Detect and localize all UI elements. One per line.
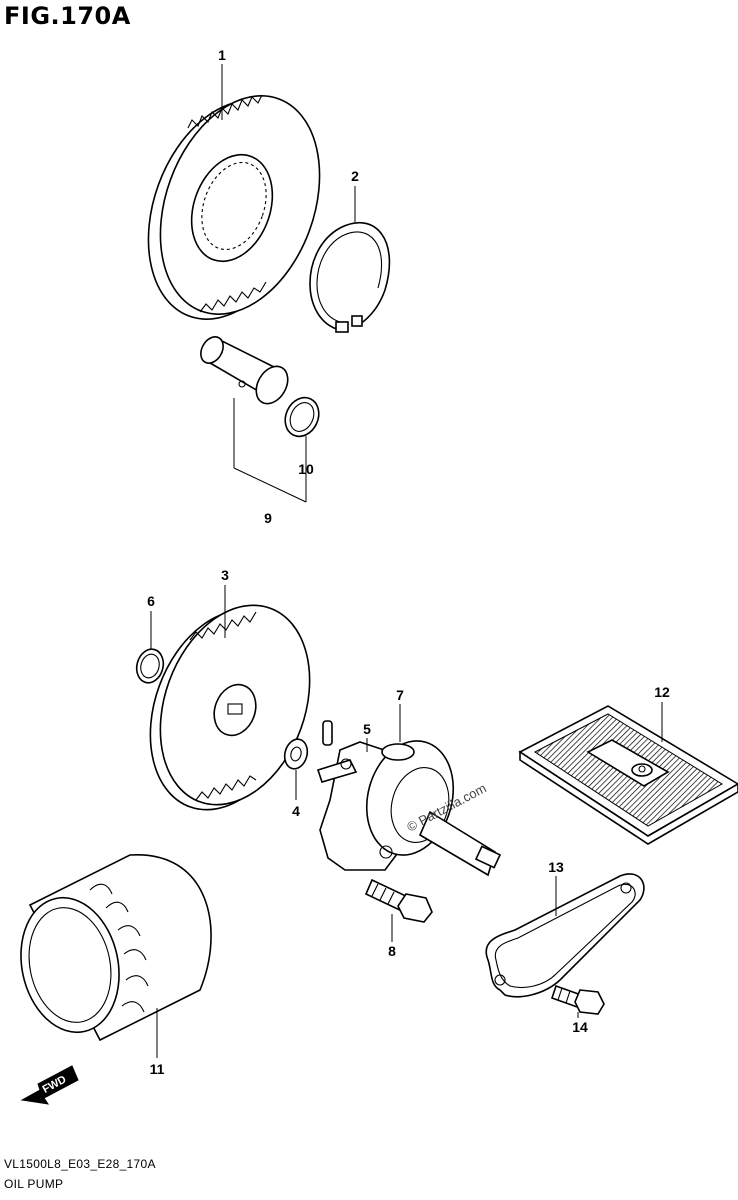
fwd-arrow-icon: FWD [20, 1065, 79, 1105]
callout-10: 10 [298, 461, 314, 477]
part-3-driven-gear[interactable] [124, 584, 336, 830]
callout-12: 12 [654, 684, 670, 700]
callout-2: 2 [351, 168, 359, 184]
callout-9: 9 [264, 510, 272, 526]
callout-1: 1 [218, 47, 226, 63]
callout-6: 6 [147, 593, 155, 609]
part-1-oil-pump-drive-gear[interactable] [120, 74, 348, 342]
callout-11: 11 [150, 1061, 165, 1077]
part-13-strainer-plate[interactable] [485, 873, 645, 998]
callout-7: 7 [396, 687, 404, 703]
part-4-washer[interactable] [281, 737, 310, 772]
callout-3: 3 [221, 567, 229, 583]
part-7-oil-pump-assembly[interactable] [316, 731, 502, 877]
part-12-oil-strainer[interactable] [518, 705, 738, 845]
part-8-bolt[interactable] [364, 878, 433, 923]
callout-5: 5 [363, 721, 371, 737]
callout-4: 4 [292, 803, 300, 819]
figure-name: OIL PUMP [4, 1177, 64, 1191]
callout-14: 14 [572, 1019, 588, 1035]
part-9-shaft[interactable] [196, 333, 294, 409]
part-11-oil-filter[interactable] [9, 854, 212, 1042]
figure-title: FIG.170A [4, 2, 131, 30]
callout-8: 8 [388, 943, 396, 959]
part-2-circlip[interactable] [309, 222, 391, 333]
part-6-circlip[interactable] [133, 646, 167, 686]
callout-13: 13 [548, 859, 564, 875]
leader-lines [150, 64, 663, 1058]
part-10-o-ring[interactable] [279, 392, 325, 442]
callout-numbers: 1 2 3 4 5 6 7 8 9 10 11 12 13 14 [147, 47, 670, 1077]
part-5-pin[interactable] [322, 720, 333, 746]
part-14-bolt[interactable] [550, 984, 605, 1015]
figure-code: VL1500L8_E03_E28_170A [4, 1157, 156, 1171]
